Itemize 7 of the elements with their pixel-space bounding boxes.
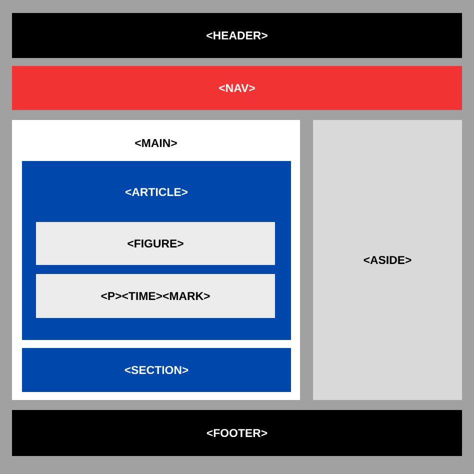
paragraph-box: <P><TIME><MARK> — [36, 274, 275, 318]
figure-box: <FIGURE> — [36, 222, 275, 265]
aside-panel: <ASIDE> — [313, 120, 462, 400]
section-bar: <SECTION> — [22, 348, 291, 392]
footer-bar: <FOOTER> — [12, 410, 462, 456]
header-bar: <HEADER> — [12, 13, 462, 58]
nav-bar: <NAV> — [12, 66, 462, 110]
